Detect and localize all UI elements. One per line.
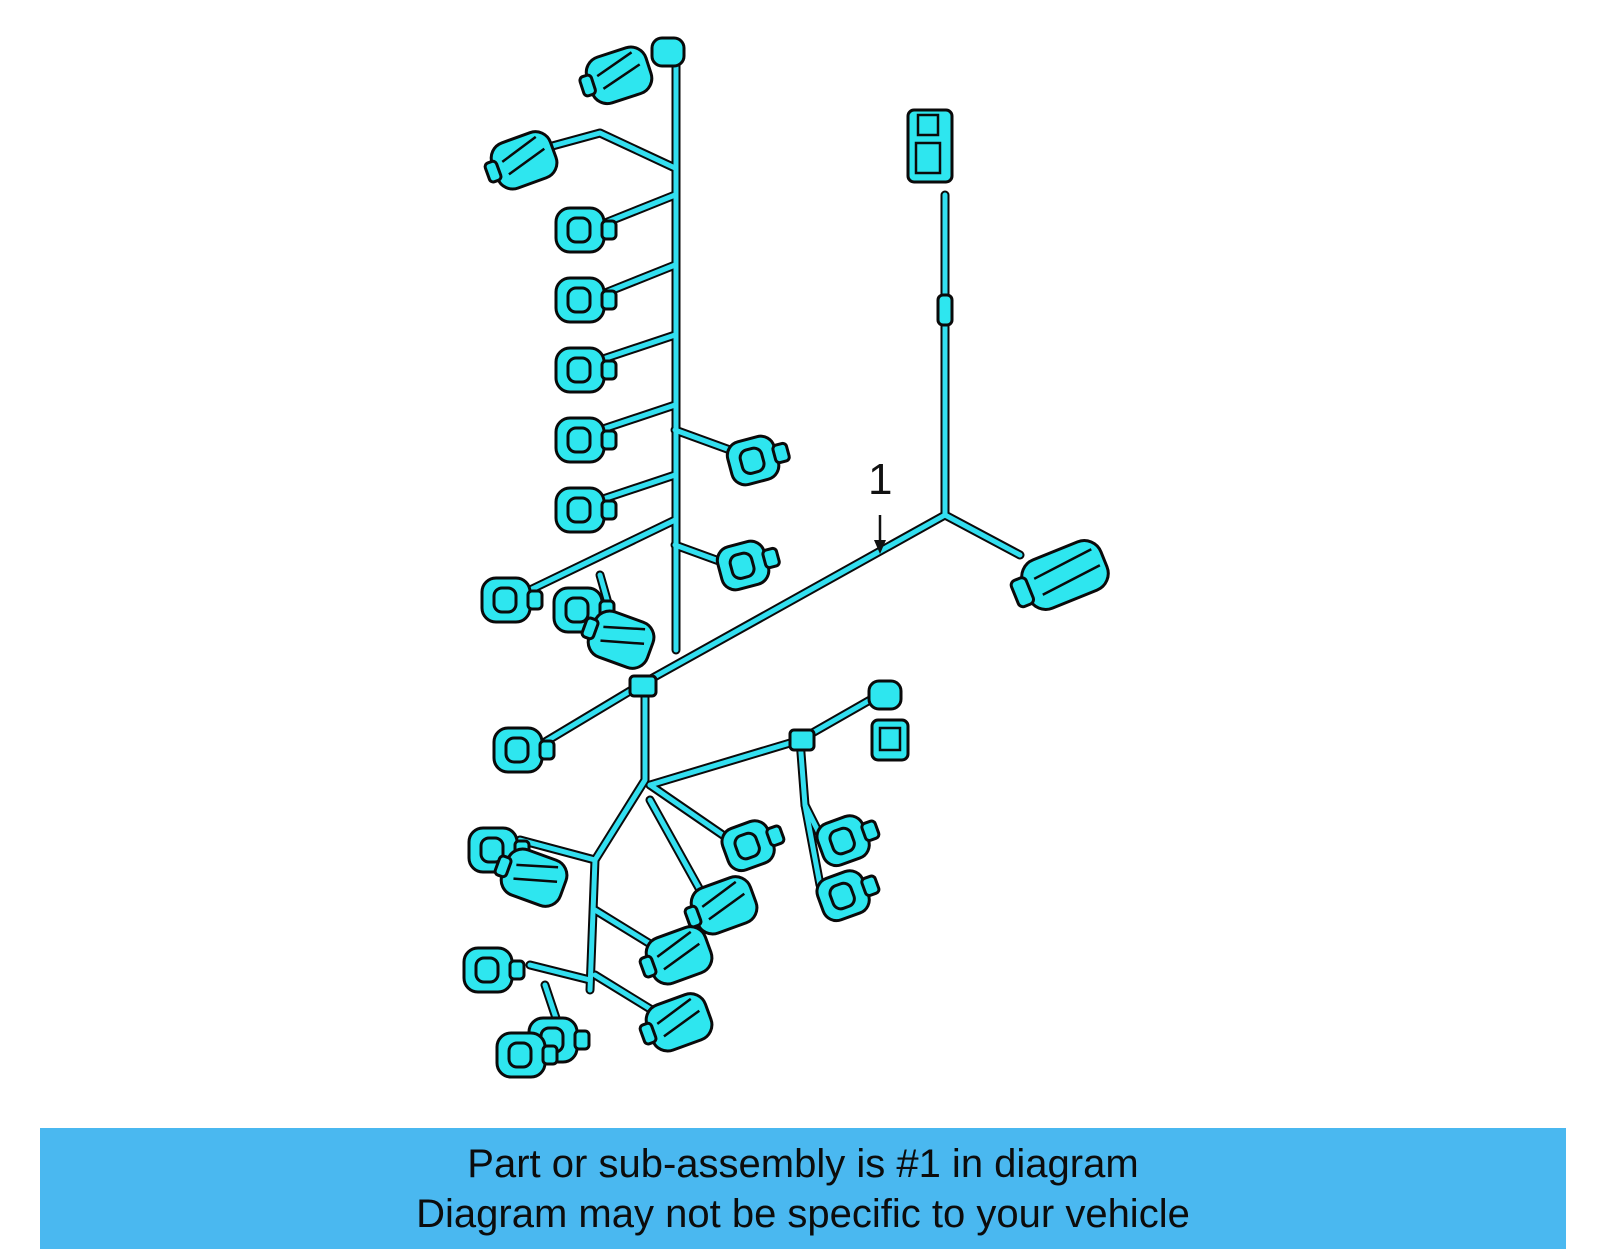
callout-arrow — [874, 515, 886, 554]
connector-large-right — [1009, 539, 1110, 611]
connector-right-2 — [712, 533, 786, 595]
connector-lower-right-1 — [716, 811, 791, 877]
connector-lower-mid-2 — [632, 920, 718, 993]
connector-top-elbow — [650, 36, 686, 68]
connector-left-1 — [477, 125, 563, 198]
connector-lower-mid-3 — [632, 987, 718, 1060]
callout-number: 1 — [868, 455, 893, 504]
connector-top-right — [906, 108, 954, 184]
wire-trunks — [515, 55, 1025, 1035]
connector-lower-right-3 — [811, 861, 886, 927]
connectors — [462, 36, 1110, 1079]
connector-lower-right-2 — [811, 806, 886, 872]
connector-bottom-left-3 — [462, 946, 526, 994]
connector-lower-right-top — [870, 718, 910, 762]
connector-lower-left — [492, 726, 556, 774]
connector-left-3 — [554, 276, 618, 324]
connector-left-2 — [554, 206, 618, 254]
wiring-harness-diagram — [462, 36, 1110, 1079]
banner-line-2: Diagram may not be specific to your vehi… — [416, 1191, 1190, 1236]
banner-line-1: Part or sub-assembly is #1 in diagram — [467, 1141, 1139, 1186]
junction-clips — [628, 293, 954, 752]
connector-lower-elbow — [867, 679, 903, 711]
info-banner: Part or sub-assembly is #1 in diagram Di… — [40, 1128, 1566, 1249]
connector-right-1 — [722, 428, 796, 490]
connector-top — [573, 41, 658, 112]
